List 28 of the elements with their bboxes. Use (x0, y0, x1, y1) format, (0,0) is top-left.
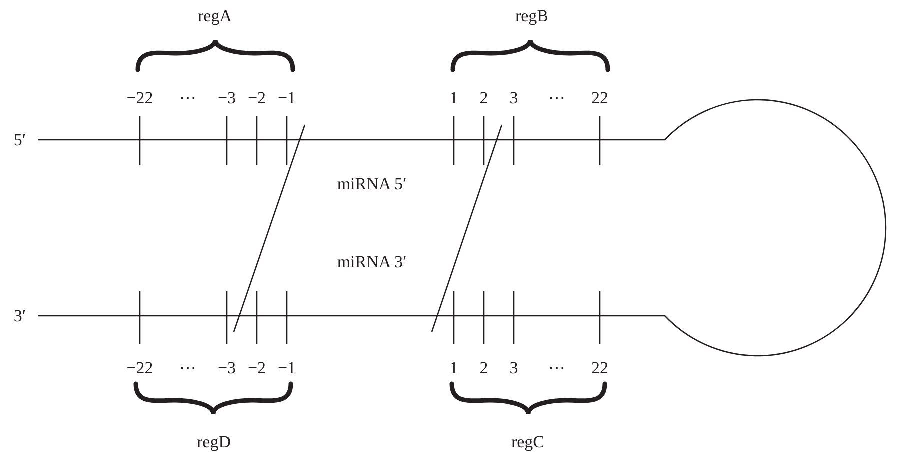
position-number: 1 (450, 90, 458, 106)
ellipsis: ⋯ (180, 90, 196, 106)
position-number: 22 (592, 360, 608, 376)
ellipsis: ⋯ (180, 360, 196, 376)
strand-end-label: 5′ (14, 132, 26, 148)
position-number: −3 (218, 90, 236, 106)
position-number: 2 (480, 90, 488, 106)
ellipsis: ⋯ (548, 360, 566, 376)
position-number: 3 (510, 90, 518, 106)
position-number: 2 (480, 360, 488, 376)
position-number: −2 (248, 360, 266, 376)
position-number: 1 (450, 360, 458, 376)
strand-label: miRNA 5′ (337, 176, 407, 192)
strand-label: miRNA 3′ (337, 254, 407, 270)
strand-end-label: 3′ (14, 308, 26, 324)
region-label: regD (197, 434, 231, 450)
position-number: −22 (126, 360, 154, 376)
region-label: regC (511, 434, 545, 450)
position-number: 3 (510, 360, 518, 376)
position-number: −2 (248, 90, 266, 106)
position-number: −1 (278, 360, 296, 376)
ellipsis: ⋯ (548, 90, 566, 106)
position-number: −22 (126, 90, 154, 106)
position-number: 22 (592, 90, 608, 106)
position-number: −1 (278, 90, 296, 106)
region-label: regB (515, 8, 549, 24)
position-number: −3 (218, 360, 236, 376)
region-label: regA (198, 8, 232, 24)
